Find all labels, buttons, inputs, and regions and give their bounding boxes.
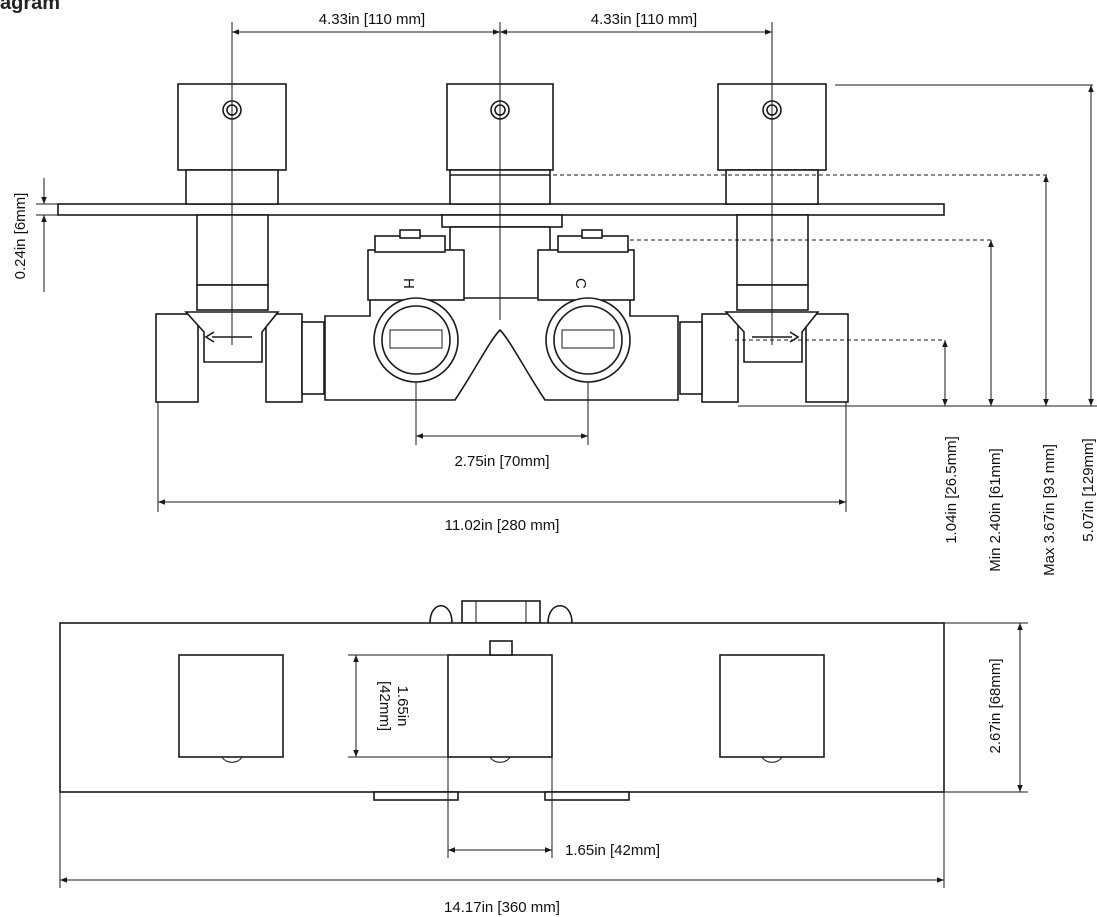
overall-width-label: 11.02in [280 mm] [445,517,560,534]
cold-mark: C [572,278,589,289]
top-view: 1.65in [42mm] 2.67in [68mm] 1.65in [42mm… [59,600,1028,916]
handle-height-label-mm: [42mm] [376,681,393,731]
front-view: 4.33in [110 mm] 4.33in [110 mm] [12,11,1097,576]
handle-height-label-in: 1.65in [394,686,411,727]
top-center-handle [447,654,553,758]
top-right-handle [719,654,825,758]
top-cartridge [429,600,573,624]
top-left-handle [178,654,284,758]
diagram-title: agram [0,0,61,14]
depth-label-total: 5.07in [129mm] [1080,438,1097,541]
depth-dimensions: 1.04in [26.5mm] Min 2.40in [61mm] Max 3.… [553,84,1097,576]
plate-thickness-label: 0.24in [6mm] [12,193,29,280]
plate-width-label: 14.17in [360 mm] [444,899,560,916]
plate-thickness-dimension: 0.24in [6mm] [12,178,58,292]
right-inlet-fitting [679,311,849,403]
handle-height-dimension: 1.65in [42mm] [348,654,448,758]
handle-spacing-dimension: 4.33in [110 mm] 4.33in [110 mm] [231,11,773,85]
hot-mark: H [400,278,417,289]
left-inlet-fitting [155,311,325,403]
plate-height-label: 2.67in [68mm] [987,658,1004,753]
depth-label-1: 1.04in [26.5mm] [943,436,960,544]
depth-label-min: Min 2.40in [61mm] [987,448,1004,571]
plate-height-dimension: 2.67in [68mm] [944,622,1028,793]
inlet-spacing-label: 2.75in [70mm] [454,453,549,470]
plate-width-dimension: 14.17in [360 mm] [59,792,945,916]
handle-width-dimension: 1.65in [42mm] [447,757,660,859]
overall-width-dimension: 11.02in [280 mm] [157,402,847,534]
valve-body: H C [324,229,679,401]
inlet-spacing-dimension: 2.75in [70mm] [415,382,589,470]
handle-spacing-right-label: 4.33in [110 mm] [591,11,697,28]
handle-spacing-left-label: 4.33in [110 mm] [319,11,425,28]
wall-plate [57,203,945,216]
handle-width-label: 1.65in [42mm] [565,842,660,859]
depth-label-max: Max 3.67in [93 mm] [1041,444,1058,576]
